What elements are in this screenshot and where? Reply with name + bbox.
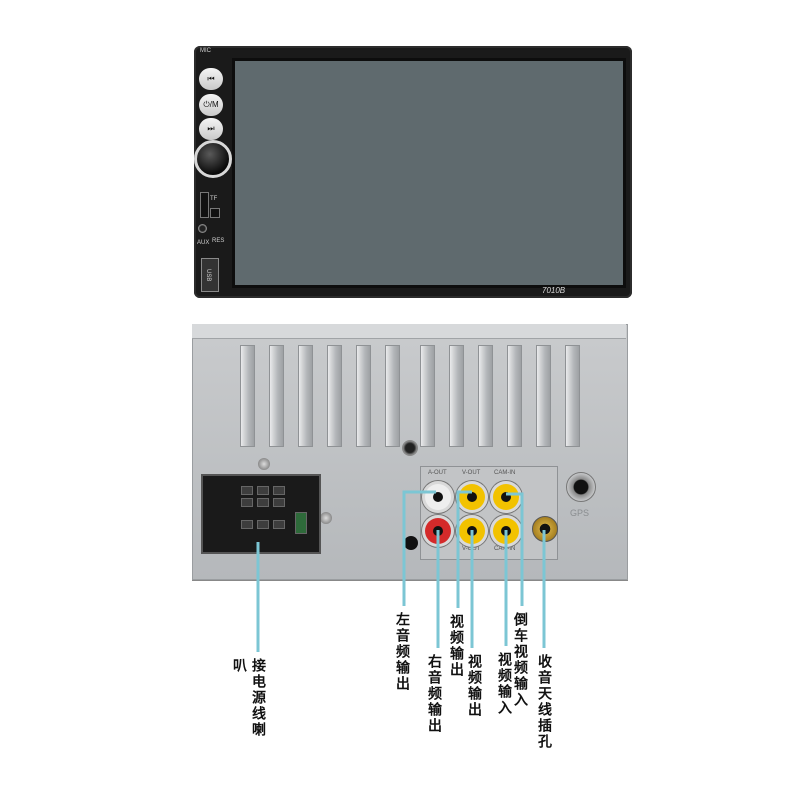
vent-slot [298, 345, 313, 447]
power-icon: ⏻/M [203, 100, 219, 109]
reset-label: RES [212, 238, 225, 244]
rca-left-audio-white [425, 484, 451, 510]
callout-video-out-1: 视频输出 [449, 614, 465, 678]
prev-button: ⏮ [199, 68, 223, 90]
back-rim [192, 324, 626, 339]
skip-forward-icon: ⏭ [207, 124, 215, 133]
rca-right-audio-red [425, 518, 451, 544]
vent-slot [536, 345, 551, 447]
screw [258, 458, 270, 470]
next-button: ⏭ [199, 118, 223, 140]
connector-pin [241, 520, 253, 529]
connector-pin [257, 520, 269, 529]
rca-video-out-1 [459, 484, 485, 510]
callout-right-audio-out: 右音频输出 [427, 654, 443, 734]
tf-slot [200, 192, 209, 218]
connector-pin [257, 486, 269, 495]
radio-antenna-jack [532, 516, 558, 542]
sd-icon [210, 208, 220, 218]
tf-label: TF [210, 196, 218, 202]
vent-slot [449, 345, 464, 447]
callout-radio-antenna: 收音天线插孔 [537, 654, 553, 750]
vent-slot [327, 345, 342, 447]
vent-slot [507, 345, 522, 447]
usb-label: USB [205, 269, 211, 282]
mic-label: MIC [200, 48, 211, 54]
connector-pin [257, 498, 269, 507]
rca-video-out-2 [459, 518, 485, 544]
power-mode-button: ⏻/M [199, 94, 223, 116]
vent-slot [240, 345, 255, 447]
camera-in-lower-label: CAM-IN [494, 546, 516, 552]
connector-latch [295, 512, 307, 534]
aux-jack [198, 224, 207, 233]
vent-slot [269, 345, 284, 447]
callout-video-out-2: 视频输出 [467, 654, 483, 718]
mount-hole [402, 440, 418, 456]
gps-port [566, 472, 596, 502]
model-number: 7010B [542, 286, 566, 295]
connector-pin [273, 486, 285, 495]
rca-video-in [493, 518, 519, 544]
aux-label: AUX [197, 240, 210, 246]
rca-panel [420, 466, 558, 560]
video-out-lower-label: V-OUT [462, 546, 481, 552]
vent-slot [420, 345, 435, 447]
rca-reverse-camera-in [493, 484, 519, 510]
iso-power-speaker-connector [201, 474, 321, 554]
callout-left-audio-out: 左音频输出 [395, 612, 411, 692]
callout-power-speaker: 接电源线喇叭 [232, 658, 267, 738]
vent-slot [478, 345, 493, 447]
camera-in-label: CAM-IN [494, 470, 516, 476]
connector-pin [273, 498, 285, 507]
callout-video-in: 视频输入 [497, 652, 513, 716]
connector-pin [273, 520, 285, 529]
callout-reverse-video-in: 倒车视频输入 [513, 612, 529, 708]
connector-pin [241, 486, 253, 495]
touch-screen [232, 58, 626, 288]
audio-out-label: A-OUT [428, 470, 447, 476]
vent-slot [385, 345, 400, 447]
connector-pin [241, 498, 253, 507]
volume-knob [194, 140, 232, 178]
mic-jack [404, 536, 418, 550]
screw [320, 512, 332, 524]
video-out-label: V-OUT [462, 470, 481, 476]
vent-slot [356, 345, 371, 447]
gps-label: GPS [570, 508, 590, 518]
usb-port: USB [201, 258, 219, 292]
vent-slot [565, 345, 580, 447]
skip-back-icon: ⏮ [207, 74, 215, 83]
